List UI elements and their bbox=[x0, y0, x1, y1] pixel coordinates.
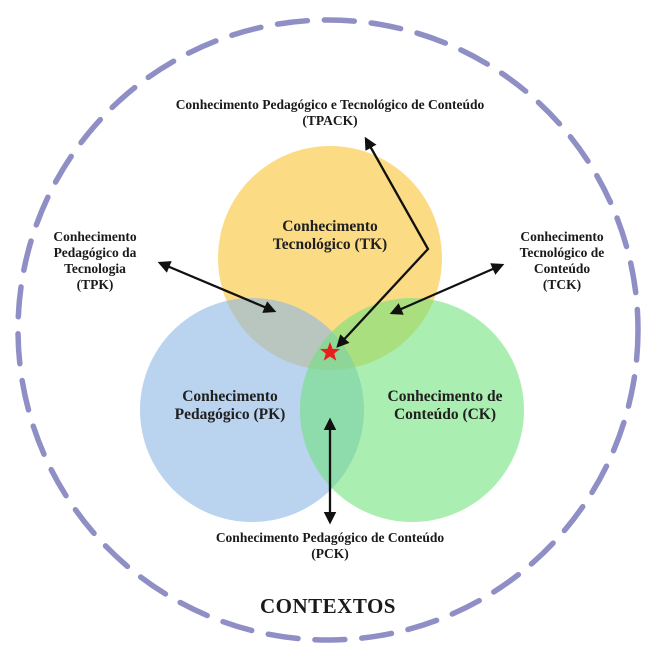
star-icon bbox=[320, 342, 340, 361]
tck-pointer-arrow bbox=[389, 263, 505, 315]
tpk-pointer-arrow bbox=[157, 261, 277, 313]
pk-circle-label: Conhecimento Pedagógico (PK) bbox=[174, 388, 286, 424]
tck-label: Conhecimento Tecnológico de Conteúdo (TC… bbox=[519, 229, 605, 292]
tpk-label: Conhecimento Pedagógico da Tecnologia (T… bbox=[53, 229, 137, 292]
context-label: CONTEXTOS bbox=[260, 594, 396, 618]
tpack-label: Conhecimento Pedagógico e Tecnológico de… bbox=[175, 97, 485, 128]
ck-circle-label: Conhecimento de Conteúdo (CK) bbox=[387, 388, 503, 424]
tk-circle-label: Conhecimento Tecnológico (TK) bbox=[272, 218, 388, 254]
context-boundary bbox=[15, 17, 641, 643]
pck-label: Conhecimento Pedagógico de Conteúdo (PCK… bbox=[215, 530, 445, 561]
ck-circle bbox=[300, 298, 524, 522]
tpack-pointer-arrow bbox=[336, 136, 430, 348]
pk-circle bbox=[140, 298, 364, 522]
